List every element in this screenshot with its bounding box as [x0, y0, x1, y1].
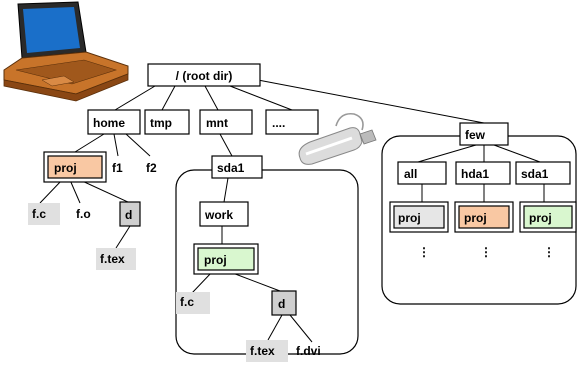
more-dirs-node: ....: [265, 109, 319, 135]
home-dir-node: home: [87, 109, 141, 135]
work-dir-label: work: [204, 208, 233, 222]
home-proj-node: proj: [43, 151, 107, 183]
usb-stick-icon: [298, 112, 377, 165]
few-all-ellipsis: ⋮: [418, 245, 430, 259]
few-sda1-label: sda1: [521, 167, 549, 181]
few-hda1-proj-label: proj: [464, 211, 487, 225]
tmp-dir-label: tmp: [150, 116, 172, 130]
fc-file-label: f.c: [32, 207, 46, 221]
work-d-dir-label: d: [278, 297, 285, 311]
home-dir-label: home: [93, 116, 125, 130]
work-fc-file-label: f.c: [180, 295, 194, 309]
root-dir-label: / (root dir): [176, 69, 233, 83]
few-hda1-ellipsis: ⋮: [480, 245, 492, 259]
few-all-node: all: [397, 161, 447, 185]
work-proj-node: proj: [193, 243, 259, 275]
f1-file-label: f1: [112, 161, 123, 175]
home-d-dir-node: d: [119, 201, 141, 227]
few-sda1-proj-node: proj: [519, 201, 577, 233]
work-dir-node: work: [199, 201, 249, 227]
work-ftex-file-bg: [246, 340, 288, 362]
few-sda1-node: sda1: [515, 161, 571, 185]
mnt-sda1-label: sda1: [217, 161, 245, 175]
fc-file-bg: [28, 203, 60, 225]
few-hda1-label: hda1: [461, 167, 489, 181]
more-dirs-label: ....: [272, 116, 285, 130]
work-proj-label: proj: [204, 253, 227, 267]
few-all-label: all: [404, 167, 417, 181]
work-fdvi-file-label: f.dvi: [296, 344, 321, 358]
mnt-sda1-node: sda1: [211, 155, 263, 179]
laptop-icon: [3, 1, 129, 102]
tree-edges: [39, 79, 545, 343]
few-dir-node: few: [459, 122, 509, 146]
few-all-proj-node: proj: [389, 201, 449, 233]
f2-file-label: f2: [146, 161, 157, 175]
fo-file-label: f.o: [76, 207, 91, 221]
home-d-dir-label: d: [125, 208, 132, 222]
few-dir-label: few: [465, 128, 486, 142]
mnt-dir-node: mnt: [199, 109, 253, 135]
tmp-dir-node: tmp: [144, 109, 190, 135]
few-sda1-proj-label: proj: [529, 211, 552, 225]
work-d-dir-node: d: [271, 290, 297, 316]
few-sda1-ellipsis: ⋮: [543, 245, 555, 259]
few-hda1-node: hda1: [455, 161, 511, 185]
home-proj-label: proj: [54, 161, 77, 175]
ftex-file-bg: [96, 248, 136, 270]
work-ftex-file-label: f.tex: [250, 344, 275, 358]
few-hda1-proj-node: proj: [454, 201, 514, 233]
work-fc-file-bg: [176, 292, 210, 314]
root-dir-node: / (root dir): [147, 63, 261, 87]
ftex-file-label: f.tex: [100, 252, 125, 266]
mnt-dir-label: mnt: [206, 116, 228, 130]
few-all-proj-label: proj: [398, 211, 421, 225]
